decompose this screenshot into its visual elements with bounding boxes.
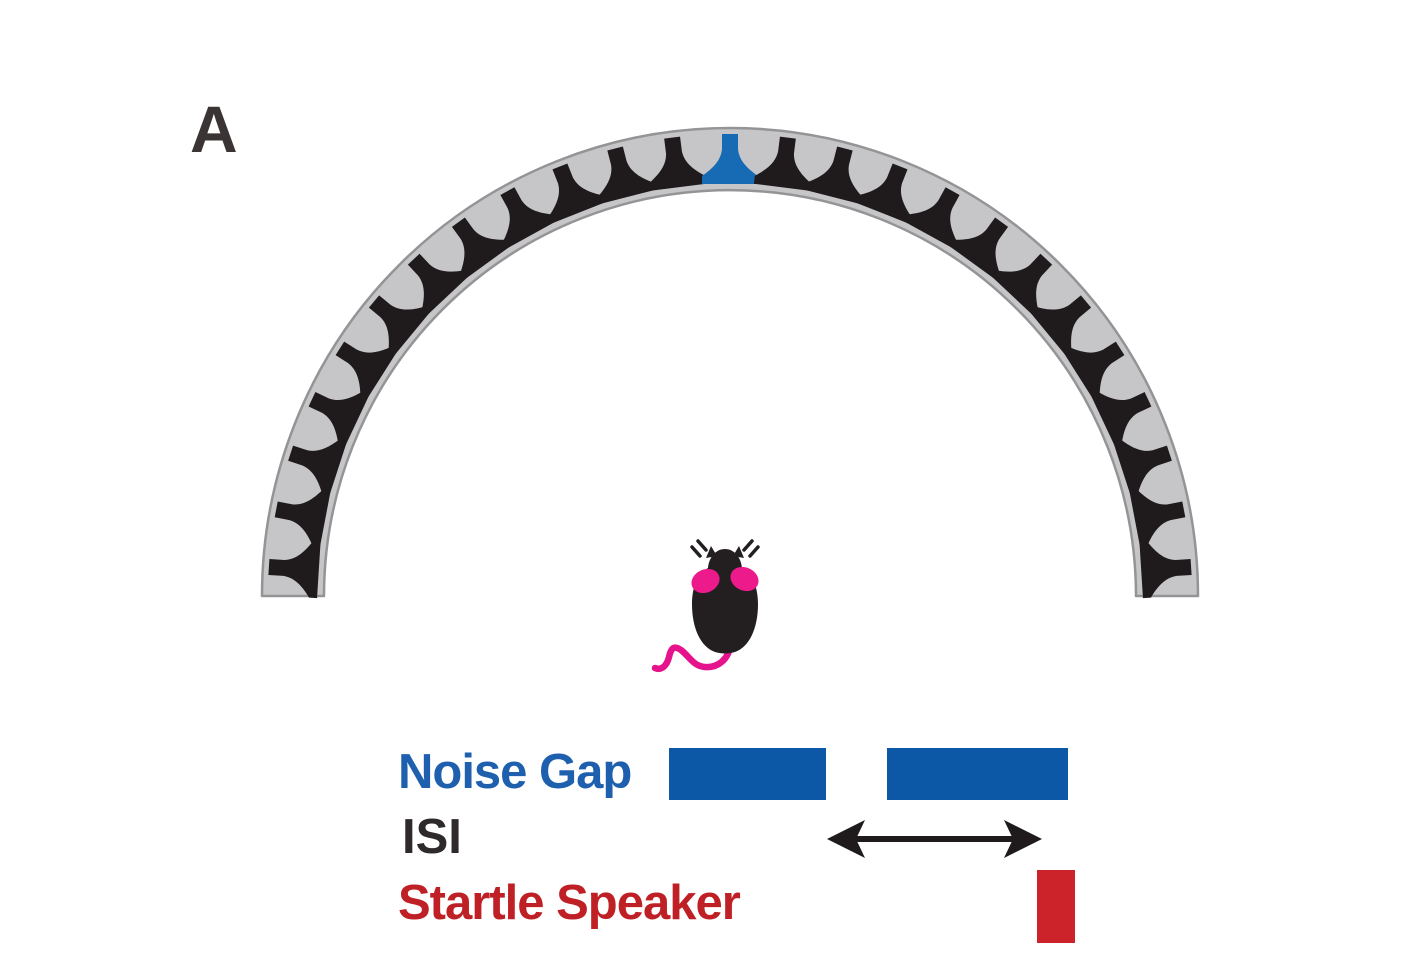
speaker-icon xyxy=(991,253,1053,315)
speaker-array xyxy=(268,134,1192,599)
speaker-icon xyxy=(949,217,1009,280)
whisker-ticks-right xyxy=(742,539,760,558)
speaker-icon xyxy=(407,253,469,315)
speaker-icon xyxy=(1029,295,1092,355)
isi-arrowhead-right xyxy=(1004,820,1042,858)
speaker-icon xyxy=(1113,439,1172,496)
speaker-icon xyxy=(753,136,811,191)
mouse-right-ear xyxy=(730,566,759,592)
speaker-arc-band xyxy=(260,126,1200,598)
speaker-icon xyxy=(649,136,707,191)
whisker-ticks-left xyxy=(690,539,708,558)
speaker-icon xyxy=(500,187,557,249)
isi-arrow xyxy=(827,820,1042,858)
speaker-icon xyxy=(335,341,398,399)
speaker-icon xyxy=(368,295,431,355)
noise-bar-1 xyxy=(669,748,826,800)
speaker-icon xyxy=(549,163,605,224)
speaker-icon xyxy=(1090,391,1152,446)
speaker-icon xyxy=(288,439,347,496)
startle-bar xyxy=(1037,870,1075,943)
speaker-icon xyxy=(805,146,862,204)
speaker-icon xyxy=(855,163,911,224)
speaker-icon xyxy=(1139,541,1192,599)
speaker-icon xyxy=(1129,489,1186,547)
noise-bar-2 xyxy=(887,748,1068,800)
isi-label: ISI xyxy=(402,810,462,864)
speaker-icon xyxy=(274,489,331,547)
speaker-icon xyxy=(268,541,321,599)
highlighted-speaker-icon xyxy=(702,134,758,184)
isi-arrowhead-left xyxy=(827,820,865,858)
mouse-body xyxy=(692,549,758,654)
noise-gap-label: Noise Gap xyxy=(398,745,632,799)
mouse-tail xyxy=(651,641,734,672)
mouse-icon xyxy=(651,539,760,672)
mouse-left-ear xyxy=(691,568,720,594)
startle-speaker-label: Startle Speaker xyxy=(398,876,741,930)
speaker-icon xyxy=(451,217,511,280)
panel-label: A xyxy=(190,92,238,166)
speaker-icon xyxy=(308,391,370,446)
speaker-icon xyxy=(1062,341,1125,399)
speaker-icon xyxy=(903,187,960,249)
speaker-icon xyxy=(598,146,655,204)
